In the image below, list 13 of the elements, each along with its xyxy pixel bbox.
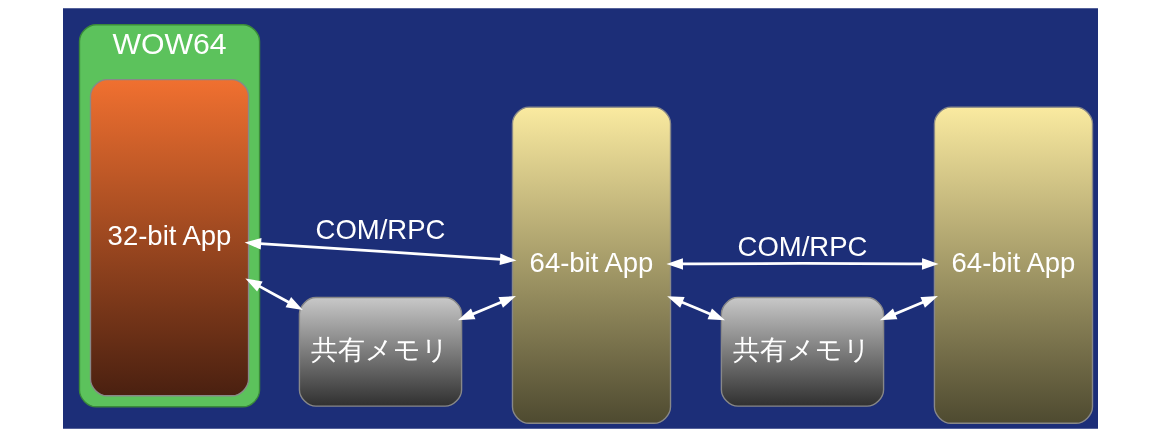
arrow <box>879 296 938 321</box>
arrow <box>457 296 516 321</box>
node-box: 共有メモリ <box>298 296 463 407</box>
node-box: 64-bit App <box>933 106 1094 424</box>
arrow <box>244 237 517 266</box>
node-box: 共有メモリ <box>720 296 885 407</box>
node-box: 32-bit App <box>89 79 250 397</box>
arrow <box>666 258 939 270</box>
arrow <box>245 278 303 311</box>
node-box: 64-bit App <box>511 106 672 424</box>
arrow <box>667 296 725 321</box>
edge-label: COM/RPC <box>737 230 868 262</box>
edge-label: COM/RPC <box>315 214 446 246</box>
